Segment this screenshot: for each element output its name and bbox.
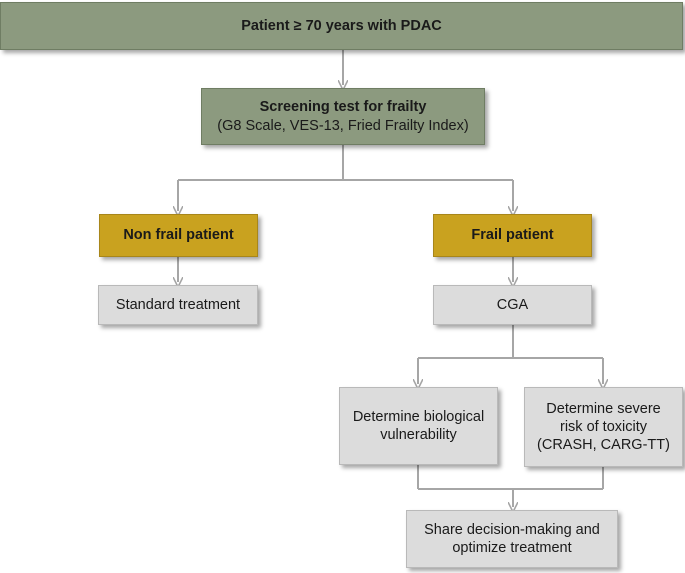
decision-line1: Share decision-making and — [424, 521, 600, 538]
frail-box: Frail patient — [433, 214, 592, 257]
decision-line2: optimize treatment — [452, 540, 572, 556]
top-box-label: Patient ≥ 70 years with PDAC — [241, 17, 442, 34]
vulnerability-line2: vulnerability — [380, 427, 457, 443]
standard-treatment-label: Standard treatment — [115, 296, 241, 313]
toxicity-box: Determine severe risk of toxicity (CRASH… — [524, 387, 683, 467]
toxicity-line2: risk of toxicity — [559, 418, 647, 435]
toxicity-line3: (CRASH, CARG-TT) — [537, 437, 670, 454]
standard-treatment-box: Standard treatment — [98, 285, 258, 325]
cga-box: CGA — [433, 285, 592, 325]
screening-title: Screening test for frailty — [259, 99, 427, 116]
toxicity-line1: Determine severe — [546, 400, 661, 417]
non-frail-box: Non frail patient — [99, 214, 258, 257]
top-box: Patient ≥ 70 years with PDAC — [0, 2, 683, 50]
frail-label: Frail patient — [471, 227, 554, 244]
decision-box: Share decision-making and optimize treat… — [406, 510, 618, 568]
screening-subtitle: (G8 Scale, VES-13, Fried Frailty Index) — [217, 117, 469, 134]
screening-box: Screening test for frailty (G8 Scale, VE… — [201, 88, 485, 145]
cga-label: CGA — [496, 296, 529, 313]
non-frail-label: Non frail patient — [123, 227, 234, 244]
vulnerability-line1: Determine biological — [352, 408, 485, 425]
vulnerability-box: Determine biological vulnerability — [339, 387, 498, 465]
